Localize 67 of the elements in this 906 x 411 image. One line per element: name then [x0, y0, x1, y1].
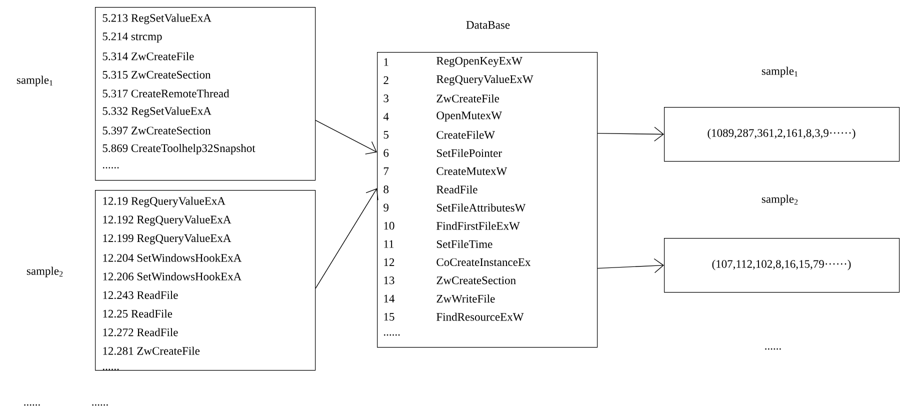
node-label: 11	[384, 240, 394, 248]
node-label: SetFileTime	[436, 240, 492, 248]
node-label: 10	[384, 222, 394, 230]
node-label: OpenMutexW	[436, 112, 502, 122]
node-label: SetFilePointer	[436, 148, 502, 158]
node-label: 6	[384, 149, 389, 157]
ellipsis-label: ......	[92, 404, 108, 406]
ellipsis-label: ......	[765, 348, 781, 350]
node-label: 12.19 RegQueryValueExA	[103, 196, 226, 208]
call-list-box: 5.213 RegSetValueExA 5.214 strcmp 5.314 ZwCreateFile 5.315 ZwCreateSection 5.317 CreateRemoteThread 5.332 RegSetValueExA 5.397 ZwCreateSection 5.869 CreateToolhelp32Snapshot ......	[95, 7, 316, 181]
node-label: CreateMutexW	[436, 167, 508, 176]
node-label: 8	[384, 186, 389, 194]
node-label: CreateFileW	[436, 130, 495, 139]
arrow	[315, 188, 378, 289]
node-label: RegQueryValueExW	[436, 74, 534, 86]
sample-label: sample$_{2}$	[26, 266, 63, 278]
node-label: 12.206 SetWindowsHookExA	[103, 272, 242, 280]
arrow	[597, 258, 664, 274]
node-label: 5.397 ZwCreateSection	[102, 126, 211, 134]
ellipsis-label: ......	[24, 404, 40, 406]
node-label: RegOpenKeyExW	[436, 56, 522, 68]
node-label: ZwCreateFile	[436, 94, 500, 102]
vector-box: (107,112,102,8,16,15,79······)	[664, 238, 900, 293]
node-label: 5.314 ZwCreateFile	[102, 52, 194, 60]
node-label: 7	[384, 167, 389, 175]
node-label: 5	[384, 130, 389, 139]
node-label: 5.332 RegSetValueExA	[102, 106, 212, 118]
node-label: 12.25 ReadFile	[103, 310, 172, 318]
node-label: CoCreateInstanceEx	[436, 258, 531, 266]
node-label: 12	[384, 258, 394, 266]
node-label: 3	[384, 94, 389, 102]
node-label: ReadFile	[436, 185, 478, 194]
node-label: ......	[102, 167, 119, 168]
node-label: 12.243 ReadFile	[103, 290, 178, 300]
arrow	[597, 126, 664, 142]
database-table: 1 RegOpenKeyExW 2 RegQueryValueExW 3 ZwCreateFile 4 OpenMutexW 5 CreateFileW 6 SetFilePointer 7 CreateMutexW 8 ReadFile 9 SetFileAttributesW 10 FindFirstFileExW 11 SetFileTime 12 CoCreateInstanceEx 13 ZwCreateSection 14 ZwWriteFile 15 FindResourceExW ......	[377, 52, 598, 348]
node-label: 12.204 SetWindowsHookExA	[103, 254, 242, 262]
node-label: 12.281 ZwCreateFile	[103, 346, 200, 355]
node-label: 5.214 strcmp	[102, 32, 162, 43]
node-label: SetFileAttributesW	[436, 204, 526, 212]
table-heading: DataBase	[466, 21, 510, 29]
node-label: 1	[384, 58, 388, 66]
node-label: 5.317 CreateRemoteThread	[102, 89, 230, 98]
vector-box: (1089,287,361,2,161,8,3,9······)	[664, 107, 900, 162]
node-label: 14	[384, 294, 395, 302]
node-label: 12.192 RegQueryValueExA	[103, 215, 232, 226]
call-list-box: 12.19 RegQueryValueExA 12.192 RegQueryValueExA 12.199 RegQueryValueExA 12.204 SetWindowsHookExA 12.206 SetWindowsHookExA 12.243 ReadFile 12.25 ReadFile 12.272 ReadFile 12.281 ZwCreateFile ......	[95, 190, 316, 371]
node-label: ZwCreateSection	[436, 276, 516, 284]
node-label: 2	[384, 76, 388, 84]
node-label: 15	[384, 312, 394, 321]
node-label: 13	[384, 276, 394, 284]
node-label: FindResourceExW	[436, 312, 524, 321]
node-label: 5.315 ZwCreateSection	[102, 70, 211, 79]
arrow	[315, 120, 377, 154]
node-label: 9	[384, 204, 388, 212]
node-label: FindFirstFileExW	[436, 222, 520, 230]
sample-label: sample$_{2}$	[762, 194, 798, 206]
node-label: 12.199 RegQueryValueExA	[103, 234, 232, 244]
node-label: 12.272 ReadFile	[103, 328, 178, 336]
node-label: ......	[102, 368, 119, 370]
sample-label: sample$_{1}$	[16, 76, 53, 86]
node-label: 5.869 CreateToolhelp32Snapshot	[102, 144, 256, 154]
sample-label: sample$_{1}$	[762, 66, 798, 78]
node-label: ZwWriteFile	[436, 294, 495, 303]
node-label: 5.213 RegSetValueExA	[102, 14, 212, 24]
node-label: 4	[383, 112, 389, 120]
node-label: ......	[384, 334, 400, 336]
